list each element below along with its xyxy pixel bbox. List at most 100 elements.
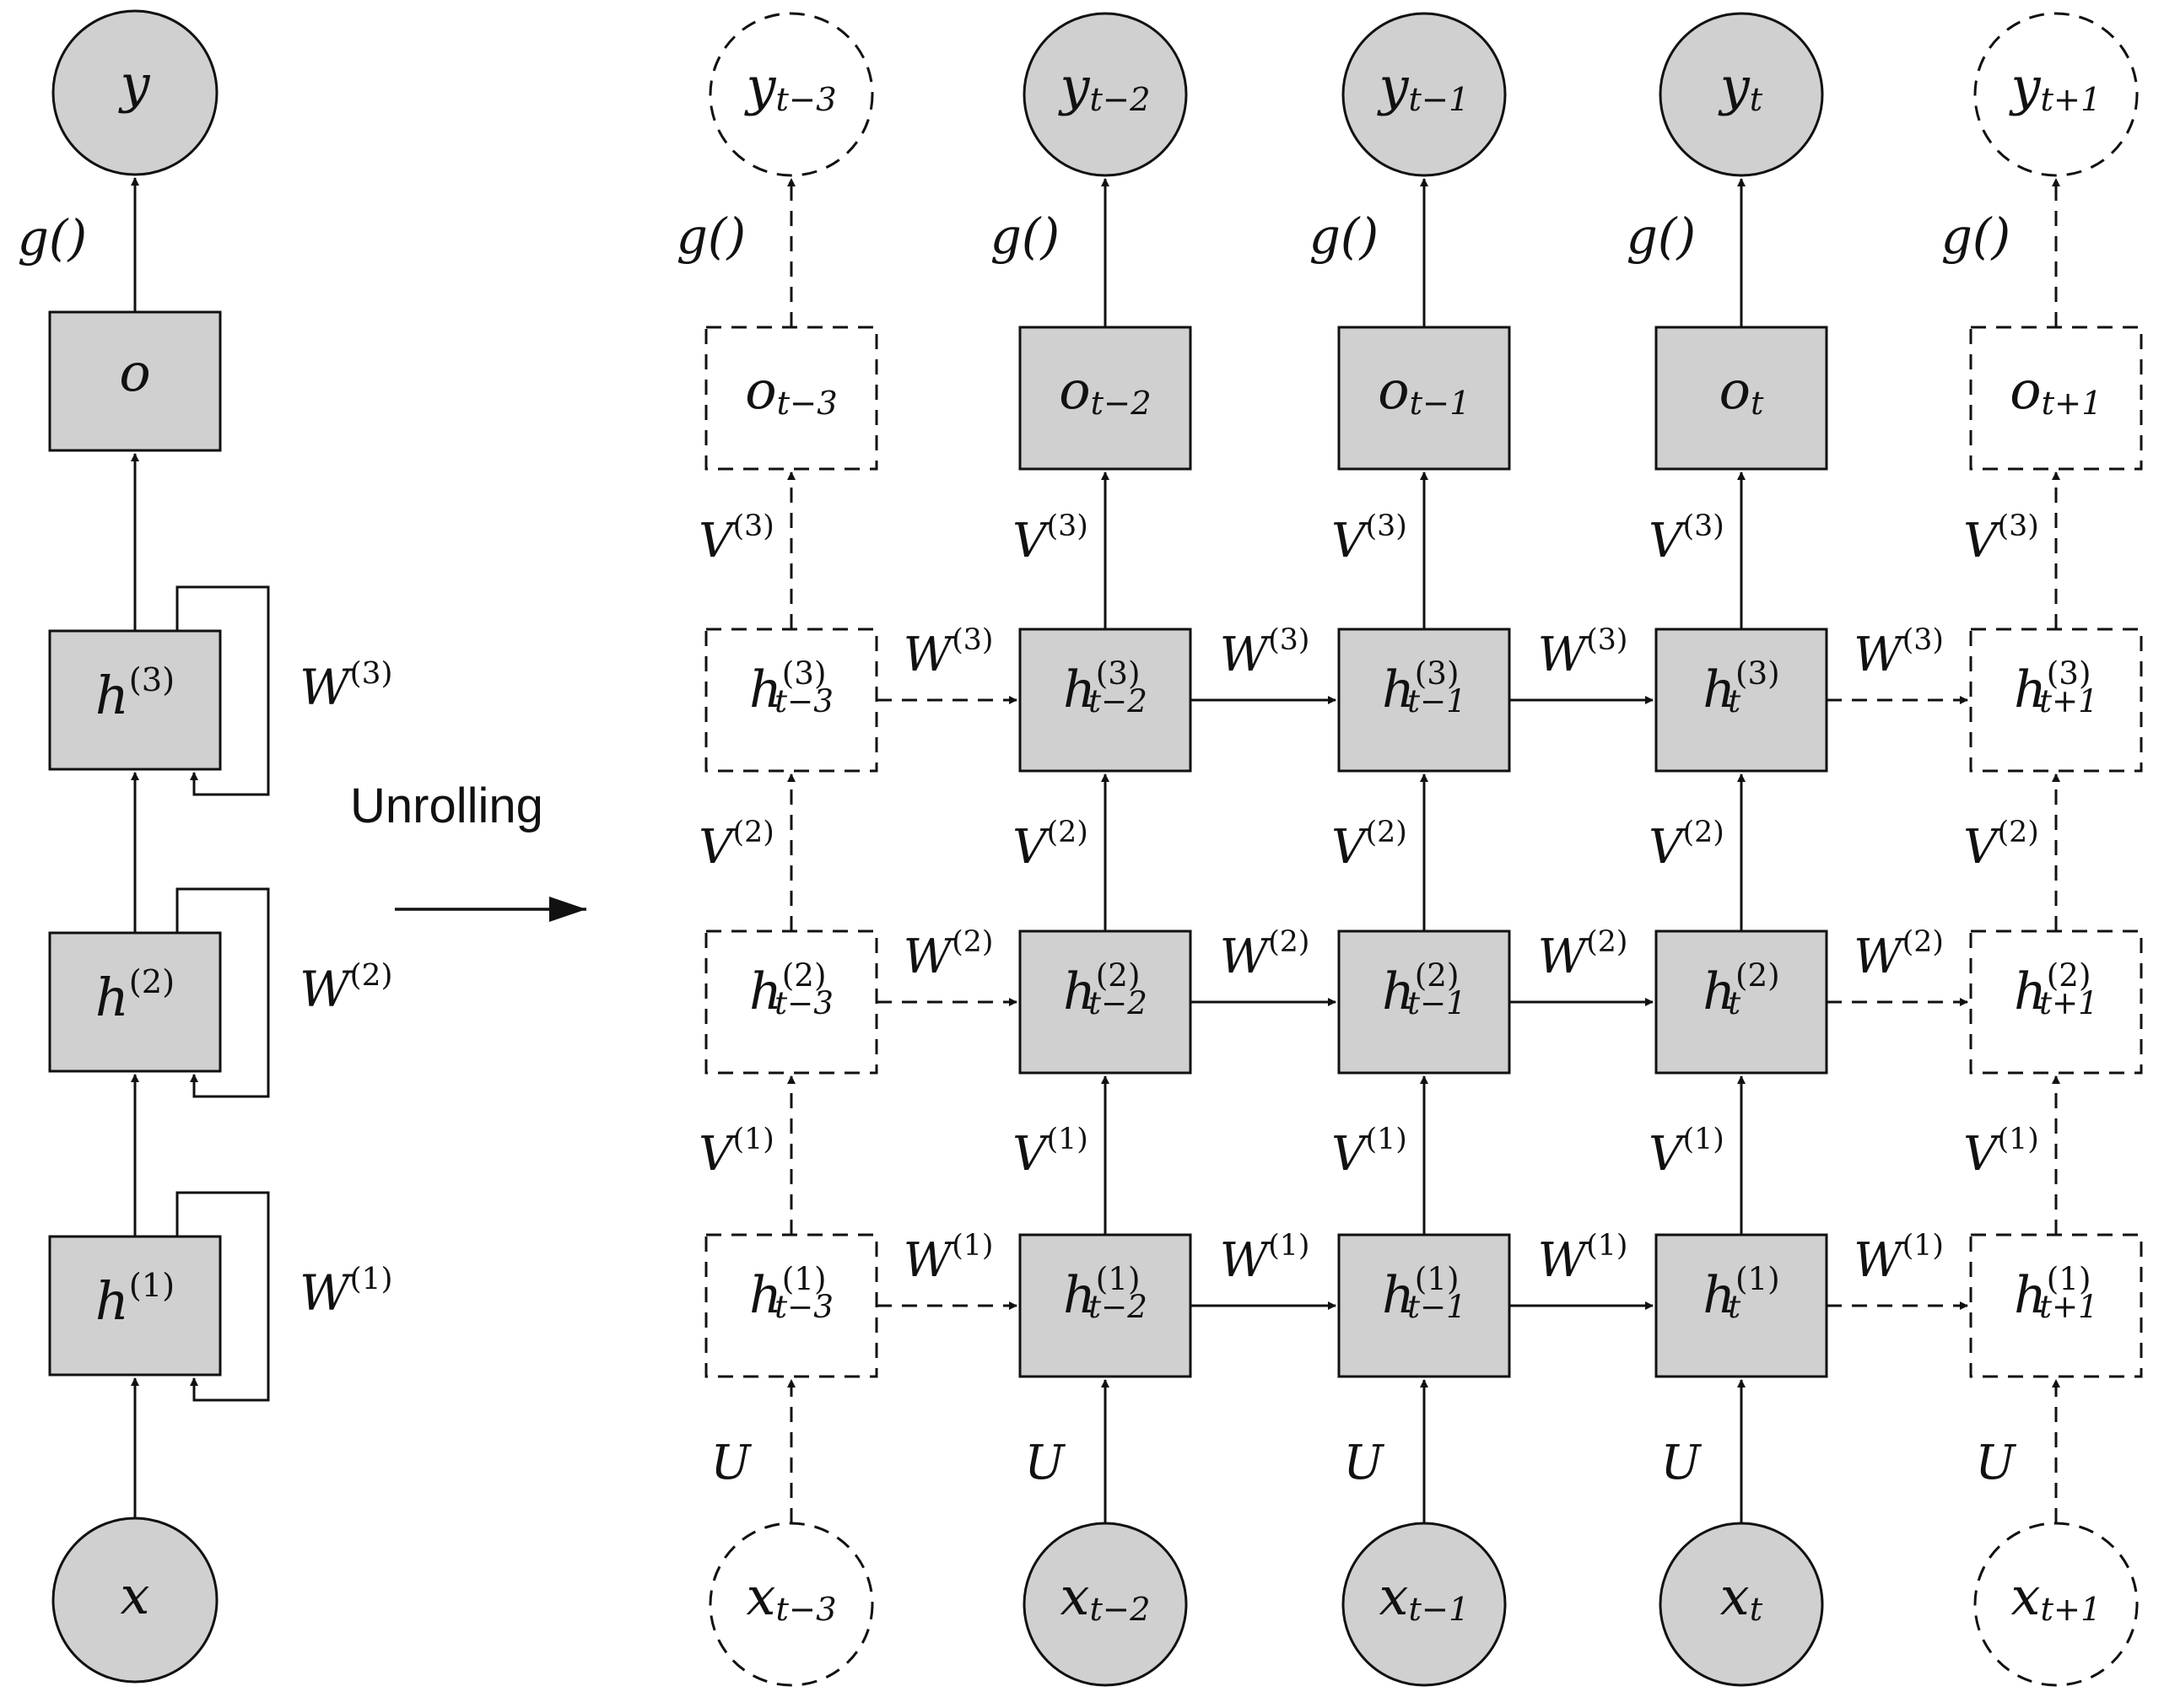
V-label-1-1: V(1) — [1012, 1123, 1088, 1182]
o-node-0 — [704, 326, 878, 471]
x-label-4: xt+1 — [2010, 1565, 2101, 1629]
g-label-4: g() — [1941, 207, 2010, 265]
output-node-3 — [1659, 12, 1824, 177]
input-node-1 — [1023, 1522, 1188, 1687]
U-label-1: U — [1024, 1436, 1066, 1490]
V-label-3-4: V(3) — [1963, 509, 2039, 568]
output-node-0 — [709, 12, 874, 177]
g-label-2: g() — [1309, 207, 1379, 265]
W-label-2-3: W(2) — [1854, 925, 1944, 984]
hidden-node-1-4 — [1969, 1233, 2143, 1378]
U-label-3: U — [1660, 1436, 1702, 1490]
output-node-2 — [1341, 12, 1507, 177]
W-label-3-0: W(3) — [904, 623, 994, 682]
folded-x-label: x — [121, 1565, 150, 1626]
h-label-1-1: h(1)t−2 — [1063, 1260, 1147, 1325]
folded-hidden-node-1 — [48, 1235, 222, 1377]
self-loop-1 — [175, 1191, 270, 1402]
h-label-3-4: h(3)t+1 — [2014, 655, 2098, 719]
folded-output-node — [51, 9, 219, 176]
W-label-1-3: W(1) — [1854, 1229, 1944, 1288]
folded-W-label-2: W(2) — [300, 958, 393, 1018]
o-label-0: ot−3 — [745, 359, 837, 423]
h-label-2-3: h(2)t — [1703, 956, 1779, 1021]
folded-o-node — [48, 310, 222, 452]
V-label-3-1: V(3) — [1012, 509, 1088, 568]
V-label-1-0: V(1) — [699, 1123, 774, 1182]
o-label-3: ot — [1719, 359, 1764, 423]
W-label-1-0: W(1) — [904, 1229, 994, 1288]
h-label-2-1: h(2)t−2 — [1063, 956, 1147, 1021]
h-label-3-2: h(3)t−1 — [1382, 655, 1466, 719]
V-label-2-2: V(2) — [1331, 816, 1407, 875]
hidden-node-3-0 — [704, 628, 878, 773]
V-label-2-1: V(2) — [1012, 816, 1088, 875]
y-label-1: yt−2 — [1057, 56, 1150, 119]
x-label-2: xt−1 — [1379, 1565, 1469, 1629]
W-label-2-0: W(2) — [904, 925, 994, 984]
V-label-3-2: V(3) — [1331, 509, 1407, 568]
o-node-4 — [1969, 326, 2143, 471]
input-node-4 — [1973, 1522, 2139, 1687]
folded-g-label: g() — [18, 209, 87, 267]
V-label-3-0: V(3) — [699, 509, 774, 568]
U-label-0: U — [710, 1436, 752, 1490]
edges — [131, 177, 2060, 1523]
input-node-2 — [1341, 1522, 1507, 1687]
folded-hidden-node-3 — [48, 629, 222, 771]
input-node-0 — [709, 1522, 874, 1687]
hidden-node-2-1 — [1018, 929, 1192, 1075]
V-label-2-3: V(2) — [1649, 816, 1724, 875]
g-label-1: g() — [990, 207, 1060, 265]
h-label-3-1: h(3)t−2 — [1063, 655, 1147, 719]
o-node-3 — [1654, 326, 1828, 471]
h-label-1-4: h(1)t+1 — [2014, 1260, 2098, 1325]
o-node-1 — [1018, 326, 1192, 471]
hidden-node-3-2 — [1337, 628, 1511, 773]
y-label-4: yt+1 — [2008, 56, 2101, 119]
folded-y-label: y — [117, 53, 150, 115]
y-label-0: yt−3 — [743, 56, 836, 119]
o-label-1: ot−2 — [1059, 359, 1151, 423]
hidden-node-1-1 — [1018, 1233, 1192, 1378]
hidden-node-2-4 — [1969, 929, 2143, 1075]
U-label-4: U — [1975, 1436, 2016, 1490]
hidden-node-3-4 — [1969, 628, 2143, 773]
V-label-1-3: V(1) — [1649, 1123, 1724, 1182]
labels: y o g() h(3) W(3) h(2) W(2) h(1) W(1) x Unrolling y… — [18, 53, 2102, 1629]
W-label-3-1: W(3) — [1220, 623, 1310, 682]
V-label-1-4: V(1) — [1963, 1123, 2039, 1182]
hidden-node-2-2 — [1337, 929, 1511, 1075]
W-label-3-2: W(3) — [1538, 623, 1628, 682]
h-label-1-2: h(1)t−1 — [1382, 1260, 1466, 1325]
folded-W-label-3: W(3) — [300, 656, 393, 716]
W-label-1-2: W(1) — [1538, 1229, 1628, 1288]
W-label-2-2: W(2) — [1538, 925, 1628, 984]
h-label-1-0: h(1)t−3 — [749, 1260, 834, 1325]
hidden-node-3-1 — [1018, 628, 1192, 773]
unrolling-label: Unrolling — [350, 779, 543, 833]
folded-h-label-3: h(3) — [95, 661, 175, 726]
g-label-0: g() — [677, 207, 746, 265]
V-label-2-4: V(2) — [1963, 816, 2039, 875]
h-label-2-2: h(2)t−1 — [1382, 956, 1466, 1021]
nodes — [48, 9, 2143, 1687]
h-label-3-3: h(3)t — [1703, 655, 1779, 719]
folded-h-label-1: h(1) — [95, 1267, 175, 1332]
y-label-2: yt−1 — [1376, 56, 1469, 119]
self-loop-2 — [175, 887, 270, 1098]
hidden-node-1-3 — [1654, 1233, 1828, 1378]
folded-o-label: o — [119, 342, 150, 403]
o-label-4: ot+1 — [2010, 359, 2102, 423]
hidden-node-1-2 — [1337, 1233, 1511, 1378]
hidden-node-1-0 — [704, 1233, 878, 1378]
V-label-2-0: V(2) — [699, 816, 774, 875]
output-node-4 — [1973, 12, 2139, 177]
folded-h-label-2: h(2) — [95, 963, 175, 1028]
x-label-0: xt−3 — [746, 1565, 836, 1629]
W-label-3-3: W(3) — [1854, 623, 1944, 682]
x-label-1: xt−2 — [1060, 1565, 1150, 1629]
U-label-2: U — [1343, 1436, 1384, 1490]
h-label-3-0: h(3)t−3 — [749, 655, 834, 719]
